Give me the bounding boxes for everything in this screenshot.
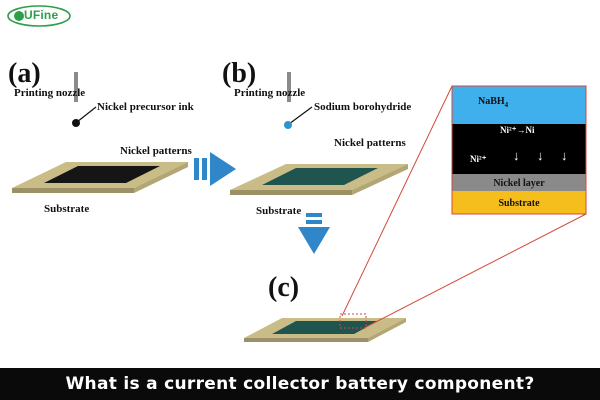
panel-b-patterns-label: Nickel patterns	[334, 137, 407, 149]
panel-b-ink-drop	[284, 121, 292, 129]
layer-reaction	[452, 124, 586, 174]
panel-a-ink-drop	[72, 119, 80, 127]
panel-a-nozzle-label: Printing nozzle	[14, 87, 85, 99]
down-arrow-icon: ↓	[561, 148, 568, 163]
ufine-logo-icon	[7, 5, 71, 27]
ion-label: Ni²⁺	[470, 154, 487, 164]
reaction-label: Ni²⁺→Ni	[500, 125, 535, 135]
panel-c-zoom-region	[339, 313, 367, 329]
arrow-down-icon	[298, 213, 330, 254]
down-arrow-icon: ↓	[513, 148, 520, 163]
panel-b-substrate-label: Substrate	[256, 205, 301, 217]
zoom-line-top	[341, 85, 453, 317]
layer-nickel	[452, 174, 586, 191]
layer-substrate-label: Substrate	[498, 198, 540, 209]
panel-b-nickel-pattern	[262, 168, 378, 185]
down-arrow-icon: ↓	[537, 148, 544, 163]
panel-b-label: (b)	[222, 58, 256, 89]
panel-b-nozzle-label: Printing nozzle	[234, 87, 305, 99]
panel-c-nickel-pattern	[272, 321, 378, 334]
panel-b-ink-label: Sodium borohydride	[314, 101, 411, 113]
panel-a-nickel-pattern	[44, 166, 160, 183]
panel-a-substrate-label: Substrate	[44, 203, 89, 215]
panel-b-ink-pointer	[288, 106, 313, 125]
panel-a-label: (a)	[8, 58, 41, 89]
panel-c-label: (c)	[268, 272, 299, 303]
layer-substrate	[452, 191, 586, 214]
layer-nabh4	[452, 86, 586, 124]
zoom-line-bottom	[363, 213, 587, 329]
layer-nabh4-label: NaBH4	[478, 96, 509, 109]
panel-a-patterns-label: Nickel patterns	[120, 145, 193, 157]
layer-nickel-label: Nickel layer	[493, 178, 545, 189]
panel-b-nozzle	[287, 72, 291, 102]
panel-a-nozzle	[74, 72, 78, 102]
arrow-right-icon	[194, 152, 236, 186]
logo-text: UFine	[24, 8, 59, 22]
panel-a-ink-pointer	[76, 106, 97, 123]
caption-bar: What is a current collector battery comp…	[0, 368, 600, 400]
panel-a-ink-label: Nickel precursor ink	[97, 101, 195, 113]
cross-section-inset: NaBH4 Ni²⁺→Ni Ni²⁺ ↓ ↓ ↓ Nickel layer Su…	[451, 85, 587, 215]
